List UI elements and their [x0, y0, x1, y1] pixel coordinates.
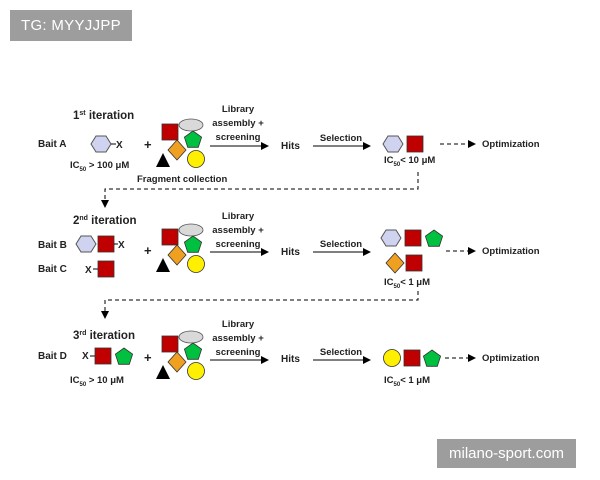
bait-d-molecule: X [82, 347, 134, 365]
bait-a-molecule: X [90, 135, 123, 153]
green-pentagon-icon [424, 229, 444, 247]
svg-text:X: X [116, 140, 123, 151]
red-square-icon [403, 349, 421, 367]
connector-1-2 [101, 172, 419, 208]
ic50-result-2: IC50< 1 μM [384, 277, 430, 290]
iteration-2-title: 2nd iteration [73, 215, 137, 227]
ic50-result-3: IC50< 1 μM [384, 375, 430, 388]
iteration-2: 2nd iteration Bait B X Bait C X + Librar… [38, 211, 540, 290]
optimization-label: Optimization [482, 353, 540, 364]
red-square-icon [97, 235, 115, 253]
orange-diamond-icon [385, 252, 405, 274]
tag-overlay: TG: MYYJJPP [10, 10, 132, 41]
bait-c-label: Bait C [38, 264, 67, 275]
hit-molecule-2b [385, 252, 423, 274]
bait-a-label: Bait A [38, 139, 67, 150]
yellow-circle-icon [383, 349, 401, 367]
red-square-icon [405, 254, 423, 272]
library-line1: Library [222, 104, 255, 115]
ic50-start-3: IC50 > 10 μM [70, 375, 124, 388]
hits-label: Hits [281, 141, 300, 152]
watermark-overlay: milano-sport.com [437, 439, 577, 468]
fragment-collection-icons [156, 224, 205, 273]
optimization-label: Optimization [482, 246, 540, 257]
library-line3: screening [216, 347, 261, 358]
svg-text:X: X [85, 265, 92, 276]
red-square-icon [406, 135, 424, 153]
hit-molecule-2a [380, 229, 444, 247]
iteration-3: 3rd iteration Bait D X IC50 > 10 μM + Li… [38, 319, 540, 388]
selection-label: Selection [320, 133, 362, 144]
optimization-label: Optimization [482, 139, 540, 150]
iteration-1: 1st iteration Bait A X IC50 > 100 μM + F… [38, 104, 540, 185]
svg-text:X: X [82, 351, 89, 362]
connector-2-3 [101, 291, 419, 319]
hexagon-icon [90, 135, 112, 153]
red-square-icon [404, 229, 422, 247]
plus-sign: + [144, 137, 152, 152]
hit-molecule-3 [383, 349, 442, 367]
library-line2: assembly + [212, 225, 264, 236]
svg-text:X: X [118, 240, 125, 251]
hexagon-icon [75, 235, 97, 253]
hit-molecule-1 [382, 135, 424, 153]
library-line2: assembly + [212, 118, 264, 129]
bait-b-molecule: X [75, 235, 125, 253]
plus-sign: + [144, 243, 152, 258]
plus-sign: + [144, 350, 152, 365]
bait-b-label: Bait B [38, 240, 67, 251]
red-square-icon [94, 347, 112, 365]
fragment-collection-icons [156, 119, 205, 168]
library-line3: screening [216, 239, 261, 250]
iteration-3-title: 3rd iteration [73, 330, 135, 342]
green-pentagon-icon [115, 347, 134, 365]
hexagon-icon [382, 135, 404, 153]
library-line3: screening [216, 132, 261, 143]
ic50-start-1: IC50 > 100 μM [70, 160, 129, 173]
green-pentagon-icon [422, 349, 442, 367]
selection-label: Selection [320, 239, 362, 250]
library-line1: Library [222, 211, 255, 222]
selection-label: Selection [320, 347, 362, 358]
bait-c-molecule: X [85, 260, 115, 278]
library-line2: assembly + [212, 333, 264, 344]
ic50-result-1: IC50< 10 μM [384, 155, 435, 168]
fragment-collection-label: Fragment collection [137, 174, 227, 185]
red-square-icon [97, 260, 115, 278]
hexagon-icon [380, 229, 402, 247]
hits-label: Hits [281, 247, 300, 258]
bait-d-label: Bait D [38, 351, 67, 362]
library-line1: Library [222, 319, 255, 330]
hits-label: Hits [281, 354, 300, 365]
fragment-collection-icons [156, 331, 205, 380]
iteration-1-title: 1st iteration [73, 110, 134, 122]
